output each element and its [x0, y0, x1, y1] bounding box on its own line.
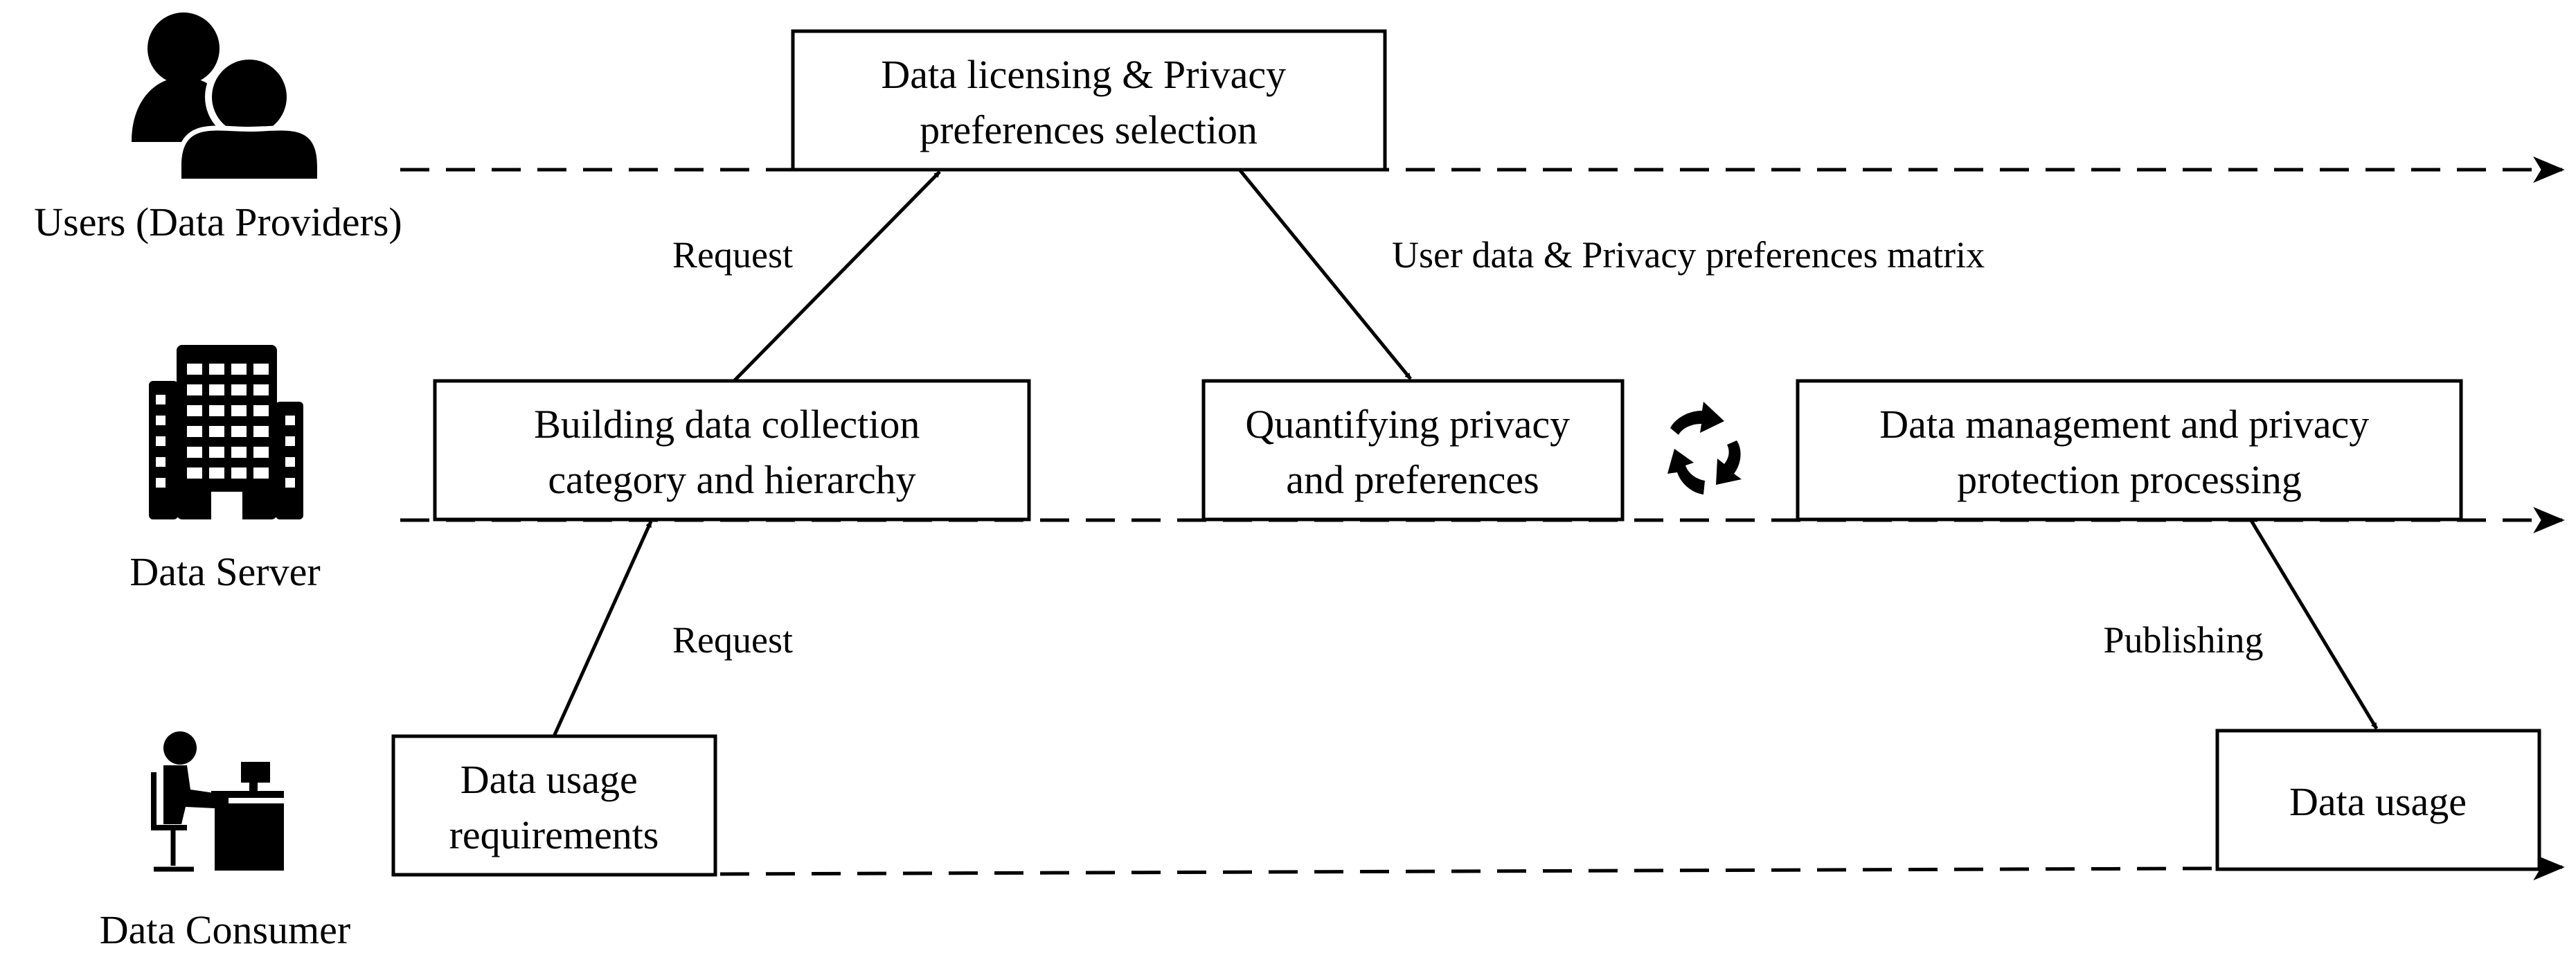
- arrow-licensing-to-quantifying: [1238, 168, 1412, 380]
- quantifying-box-text: Quantifying privacy and preferences: [1245, 402, 1580, 502]
- building-windows: [156, 364, 295, 519]
- licensing-box: [791, 29, 1387, 172]
- arrow-management-to-usage: [2248, 518, 2379, 730]
- arrow-requirements-to-building: [552, 520, 653, 738]
- edge-label-user-data: User data & Privacy preferences matrix: [1392, 234, 1985, 276]
- requirements-box: [391, 734, 717, 877]
- usage-box: [2215, 729, 2541, 871]
- building-line-1: Building data collection: [534, 402, 920, 447]
- lane-label-consumer: Data Consumer: [100, 907, 350, 952]
- management-box: [1796, 379, 2463, 522]
- licensing-line-1: Data licensing & Privacy: [881, 52, 1286, 97]
- management-line-2: protection processing: [1957, 457, 2302, 502]
- building-box-text: Building data collection category and hi…: [534, 402, 930, 502]
- licensing-box-text: Data licensing & Privacy preferences sel…: [881, 52, 1296, 152]
- users-icon: [132, 12, 322, 184]
- desk-worker-icon: [151, 731, 284, 872]
- edge-label-publishing: Publishing: [2103, 619, 2263, 661]
- management-box-text: Data management and privacy protection p…: [1879, 402, 2379, 502]
- management-line-1: Data management and privacy: [1879, 402, 2369, 447]
- lane-label-server: Data Server: [129, 549, 320, 594]
- usage-box-text: Data usage: [2289, 779, 2467, 824]
- quantifying-line-2: and preferences: [1286, 457, 1539, 502]
- building-box: [433, 379, 1031, 522]
- cycle-arrows-icon: [1667, 402, 1742, 495]
- edge-label-request-bottom: Request: [672, 619, 793, 661]
- quantifying-box: [1201, 379, 1625, 522]
- lane-label-users: Users (Data Providers): [34, 199, 402, 244]
- quantifying-line-1: Quantifying privacy: [1245, 402, 1570, 447]
- edge-label-request-top: Request: [672, 234, 793, 276]
- licensing-line-2: preferences selection: [920, 107, 1258, 152]
- building-line-2: category and hierarchy: [548, 457, 915, 502]
- requirements-box-text: Data usage requirements: [449, 757, 659, 857]
- requirements-line-2: requirements: [449, 812, 659, 857]
- arrow-building-to-licensing: [733, 170, 941, 382]
- requirements-line-1: Data usage: [460, 757, 638, 802]
